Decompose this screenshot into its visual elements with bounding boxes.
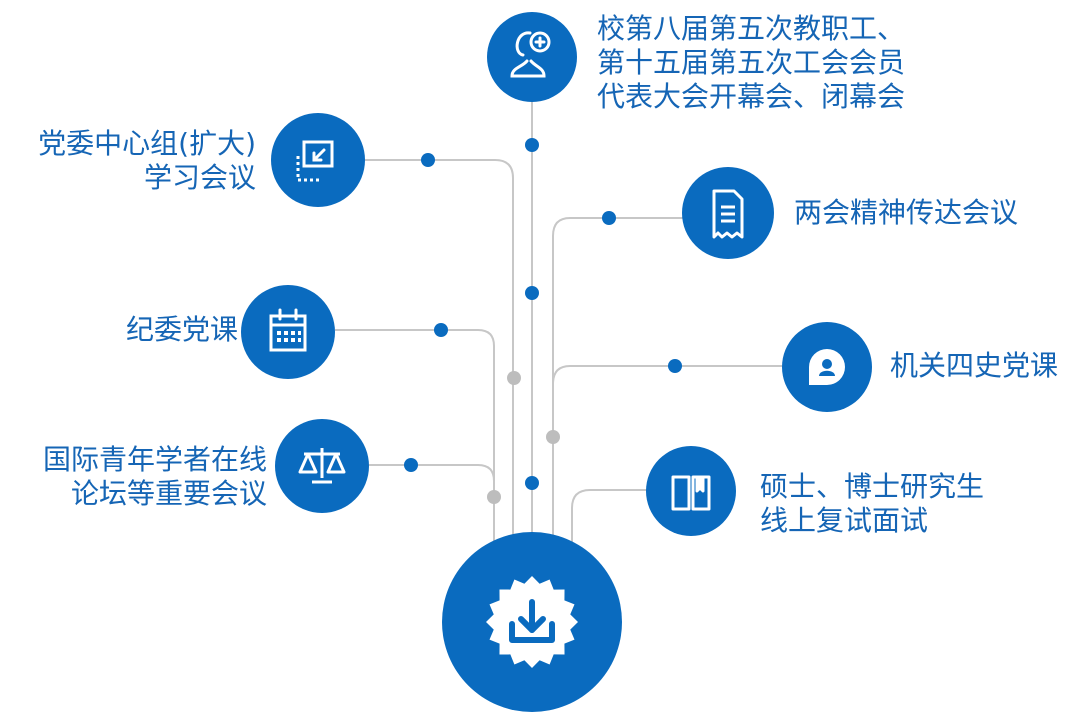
label-grad-exam: 硕士、博士研究生 线上复试面试 [760, 470, 984, 538]
dot-forum [404, 458, 418, 472]
scale-icon [298, 448, 346, 484]
label-line: 机关四史党课 [890, 349, 1059, 382]
dot-junction-1 [507, 371, 521, 385]
label-party-group: 党委中心组(扩大) 学习会议 [38, 127, 256, 195]
dot-four-histories [668, 359, 682, 373]
label-discipline-lesson: 纪委党课 [126, 313, 238, 347]
dot-trunk-lower [525, 476, 539, 490]
label-line: 学习会议 [143, 161, 256, 194]
dot-junction-2 [546, 430, 560, 444]
label-line: 国际青年学者在线 [42, 443, 267, 476]
label-four-histories: 机关四史党课 [890, 349, 1058, 383]
node-four-histories[interactable] [782, 322, 872, 412]
dot-two-sessions [602, 211, 616, 225]
connector-party-group [365, 159, 514, 545]
connectors [335, 100, 782, 545]
label-line: 纪委党课 [125, 313, 238, 346]
label-line: 线上复试面试 [760, 504, 929, 537]
dot-trunk-upper [525, 286, 539, 300]
download-arrow-icon [509, 599, 555, 643]
label-line: 硕士、博士研究生 [760, 470, 985, 503]
screen-arrow-icon [296, 140, 334, 182]
connector-dots [404, 138, 682, 504]
label-forum: 国际青年学者在线 论坛等重要会议 [43, 443, 267, 511]
connector-four-histories [552, 365, 782, 545]
chat-user-icon [809, 349, 845, 385]
connector-discipline-lesson [335, 329, 495, 545]
connector-two-sessions [552, 217, 683, 545]
book-icon [671, 475, 711, 511]
connector-grad-exam [571, 489, 648, 545]
document-icon [712, 189, 744, 239]
node-forum[interactable] [275, 419, 369, 513]
label-line: 论坛等重要会议 [70, 477, 267, 510]
dot-junction-3 [487, 490, 501, 504]
node-staff-congress[interactable] [487, 12, 577, 102]
label-line: 代表大会开幕会、闭幕会 [597, 80, 906, 113]
node-party-group[interactable] [271, 113, 365, 207]
node-discipline-lesson[interactable] [241, 285, 335, 379]
label-two-sessions: 两会精神传达会议 [794, 196, 1018, 230]
node-two-sessions[interactable] [682, 167, 774, 259]
user-add-icon [510, 31, 551, 78]
calendar-icon [269, 308, 307, 352]
label-line: 校第八届第五次教职工、 [597, 12, 906, 45]
node-grad-exam[interactable] [646, 446, 736, 536]
label-line: 两会精神传达会议 [794, 196, 1019, 229]
label-line: 第十五届第五次工会会员 [597, 46, 906, 79]
label-line: 党委中心组(扩大) [38, 127, 256, 160]
hub-download[interactable] [442, 532, 622, 712]
dot-staff-congress [525, 138, 539, 152]
dot-party-group [421, 153, 435, 167]
connector-forum [363, 464, 495, 545]
dot-discipline-lesson [434, 323, 448, 337]
label-staff-congress: 校第八届第五次教职工、 第十五届第五次工会会员 代表大会开幕会、闭幕会 [597, 12, 905, 114]
